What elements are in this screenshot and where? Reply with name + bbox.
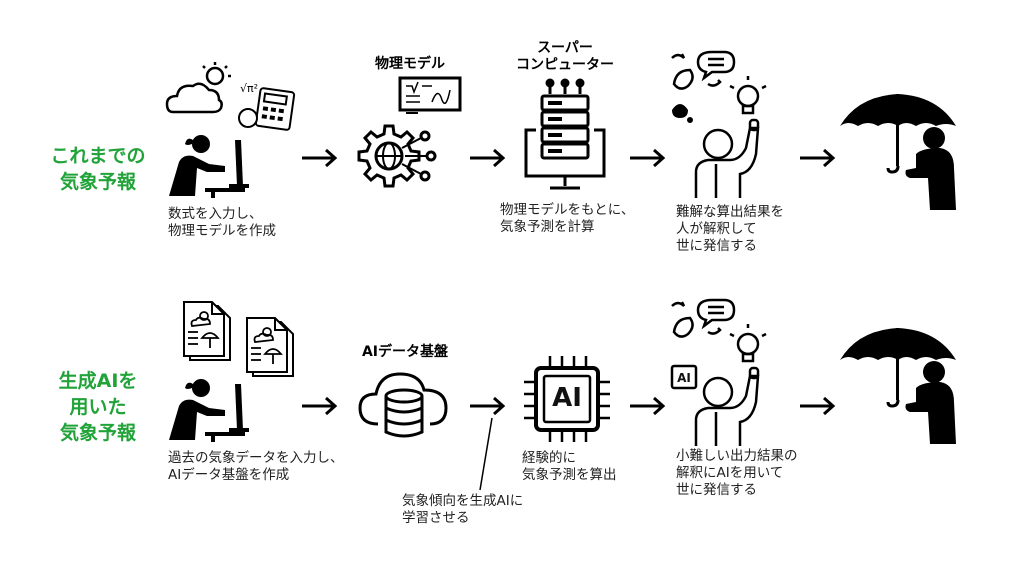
database-cloud-icon bbox=[358, 372, 448, 438]
caption-input-traditional: 数式を入力し、 物理モデルを作成 bbox=[168, 206, 276, 239]
svg-text:√π²: √π² bbox=[240, 82, 258, 95]
row-label-ai: 生成AIを 用いた 気象予報 bbox=[58, 370, 138, 444]
gear-globe-icon bbox=[357, 124, 437, 188]
title-ai-platform: AIデータ基盤 bbox=[361, 344, 449, 360]
server-icon bbox=[524, 78, 606, 190]
caption-input-ai: 過去の気象データを入力し、 AIデータ基盤を作成 bbox=[168, 450, 344, 483]
ai-chip-label: AI bbox=[552, 383, 582, 413]
ai-chip-icon: AI bbox=[522, 354, 612, 444]
umbrella-person-icon bbox=[840, 94, 956, 210]
caption-human-ai: 小難しい出力結果の 解釈にAIを用いて 世に発信する bbox=[676, 448, 798, 498]
arrow-icon bbox=[630, 148, 666, 168]
arrow-icon bbox=[302, 396, 338, 416]
idea-person-icon bbox=[671, 50, 767, 198]
document-icon bbox=[183, 301, 231, 361]
calculator-icon: √π² bbox=[238, 82, 296, 131]
learning-note: 気象傾向を生成AIに 学習させる bbox=[402, 493, 524, 526]
caption-human-traditional: 難解な算出結果を 人が解釈して 世に発信する bbox=[676, 204, 784, 254]
arrow-icon bbox=[800, 148, 836, 168]
weather-icon bbox=[165, 62, 231, 114]
arrow-icon bbox=[800, 396, 836, 416]
blackboard-icon bbox=[398, 76, 462, 114]
caption-supercomputer: 物理モデルをもとに、 気象予測を計算 bbox=[500, 202, 635, 235]
title-supercomputer: スーパー コンピューター bbox=[516, 40, 614, 73]
umbrella-person-icon bbox=[840, 328, 956, 444]
caption-ai-chip: 経験的に 気象予測を算出 bbox=[522, 450, 617, 483]
arrow-icon bbox=[630, 396, 666, 416]
title-physical-model: 物理モデル bbox=[375, 56, 445, 72]
row-label-traditional: これまでの 気象予報 bbox=[50, 145, 146, 193]
arrow-icon bbox=[470, 148, 506, 168]
document-icon bbox=[246, 317, 294, 377]
pointer-line bbox=[479, 417, 493, 491]
idea-person-icon bbox=[670, 298, 767, 446]
arrow-icon bbox=[470, 396, 506, 416]
person-at-desk-icon bbox=[169, 135, 249, 198]
arrow-icon bbox=[302, 148, 338, 168]
person-at-desk-icon bbox=[169, 379, 249, 442]
human-ai-badge: AI bbox=[677, 371, 691, 385]
